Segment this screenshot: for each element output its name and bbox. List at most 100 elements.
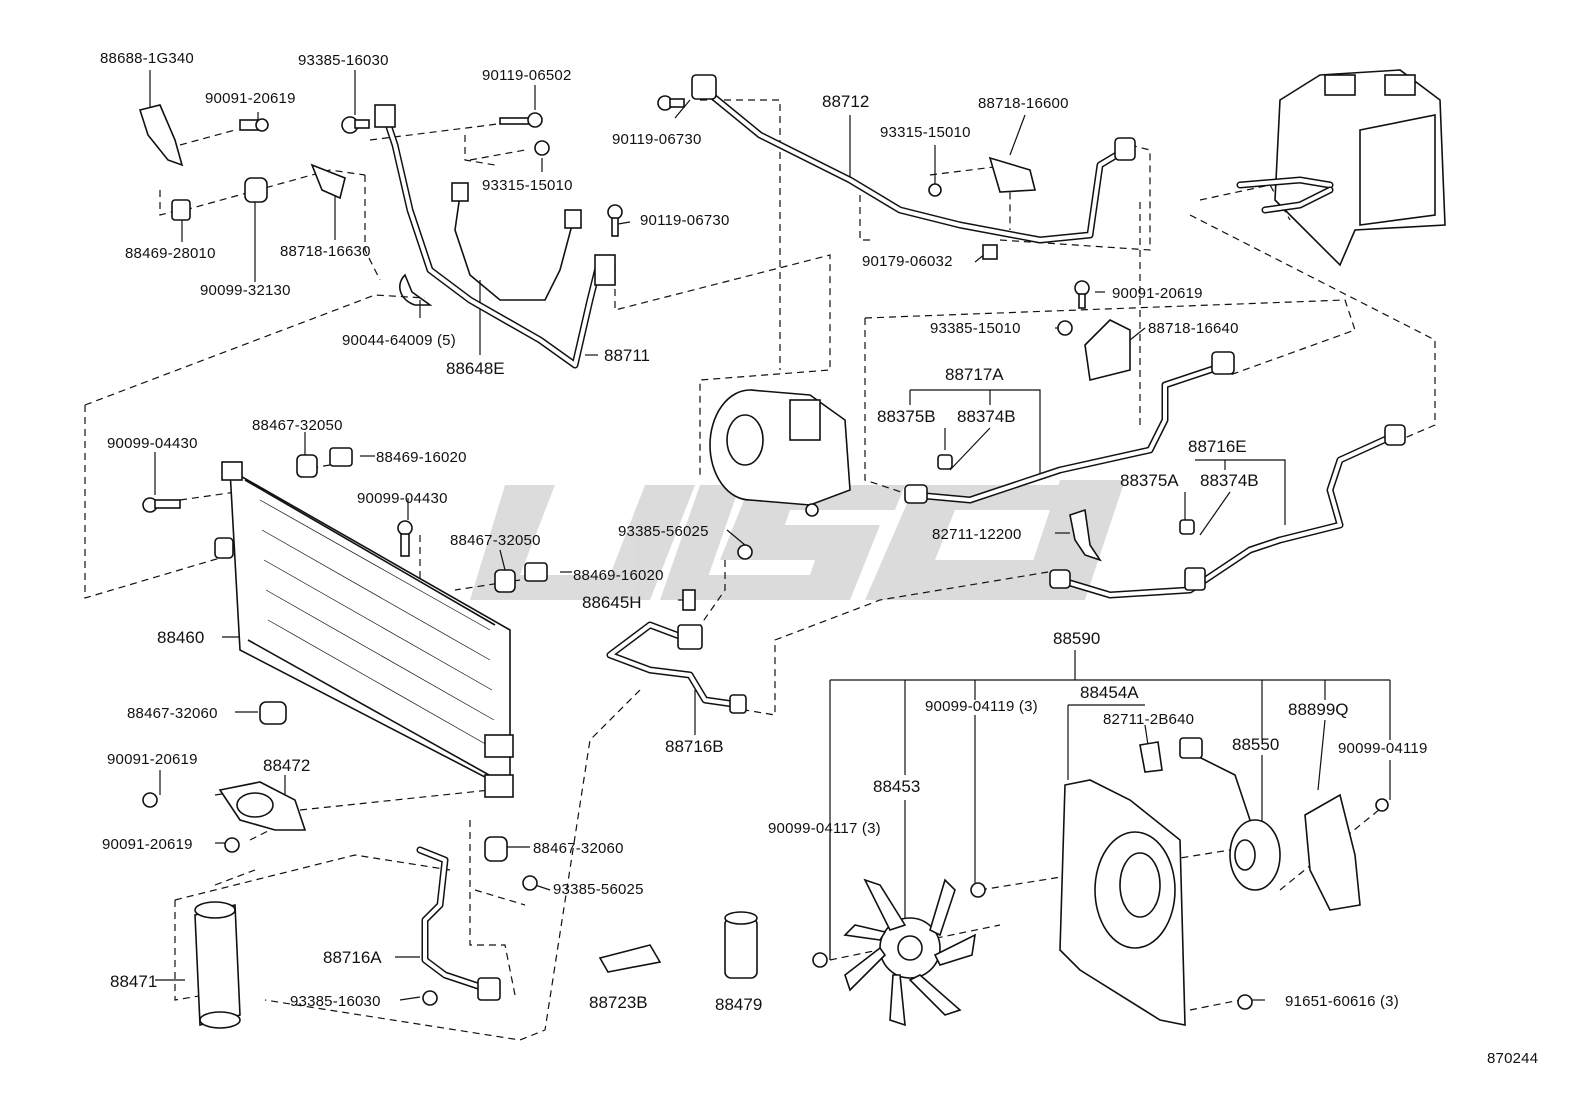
fan-88453 [843, 878, 977, 1027]
bolt-90099-04119-3 [970, 882, 986, 898]
bolt-90091-20619-top [239, 118, 269, 132]
cushion-88467-32050-top [296, 454, 318, 478]
label-88718-16630: 88718-16630 [280, 243, 371, 260]
label-90119-06502: 90119-06502 [482, 67, 572, 84]
evaporator-unit [1236, 69, 1446, 267]
label-88711: 88711 [604, 346, 650, 365]
label-88479: 88479 [715, 995, 762, 1014]
cushion-90099-32130 [244, 177, 268, 203]
cushion-88467-32060-right [484, 836, 508, 862]
clip-90044-64009 [399, 273, 433, 306]
clamp-88718-16630 [310, 163, 346, 200]
clip-82711-12200 [1069, 508, 1102, 562]
label-88375A: 88375A [1120, 471, 1179, 490]
label-93385-16030-bottom: 93385-16030 [290, 993, 381, 1010]
cushion-88467-32050-mid [494, 569, 516, 593]
clip-82711-2B640 [1139, 741, 1163, 773]
wire-88648E [451, 182, 582, 301]
label-88453: 88453 [873, 777, 920, 796]
bolt-88469-28010 [171, 199, 191, 221]
bracket-88688-1G340 [138, 104, 184, 167]
bolt-88469-16020-top [329, 447, 353, 467]
label-90091-20619-a: 90091-20619 [107, 751, 198, 768]
label-88454A: 88454A [1080, 683, 1139, 702]
label-88717A: 88717A [945, 365, 1004, 384]
label-93385-16030-top: 93385-16030 [298, 52, 389, 69]
label-88550: 88550 [1232, 735, 1279, 754]
label-82711-2B640: 82711-2B640 [1103, 711, 1194, 728]
bolt-90119-06730-mid [607, 204, 623, 237]
bolt-90099-04430-left [142, 497, 181, 513]
part-labels: 88688-1G340 93385-16030 90119-06502 9009… [100, 50, 1538, 1067]
clamp-88718-16600 [988, 156, 1037, 193]
label-88467-32060-left: 88467-32060 [127, 705, 218, 722]
label-88375B: 88375B [877, 407, 936, 426]
figure-number: 870244 [1487, 1050, 1538, 1067]
nut-90179-06032 [982, 244, 998, 260]
label-88645H: 88645H [582, 593, 642, 612]
label-88688-1G340: 88688-1G340 [100, 50, 194, 67]
label-91651-60616: 91651-60616 (3) [1285, 993, 1399, 1010]
label-88469-16020-top: 88469-16020 [376, 449, 467, 466]
label-88716A: 88716A [323, 948, 382, 967]
label-90099-04430-left: 90099-04430 [107, 435, 198, 452]
label-88899Q: 88899Q [1288, 700, 1349, 719]
hose-88712 [691, 74, 1136, 244]
hose-88711 [374, 104, 616, 369]
leader-lines [149, 70, 1391, 1001]
label-88467-32060-right: 88467-32060 [533, 840, 624, 857]
label-88716B: 88716B [665, 737, 724, 756]
label-88590: 88590 [1053, 629, 1100, 648]
nut-93315-15010 [534, 140, 550, 156]
shroud-88899Q [1304, 793, 1361, 911]
label-88467-32050-top: 88467-32050 [252, 417, 343, 434]
label-88469-16020-mid: 88469-16020 [573, 567, 664, 584]
bolt-90091-20619-a [142, 792, 158, 808]
label-88712: 88712 [822, 92, 869, 111]
label-90091-20619-right: 90091-20619 [1112, 285, 1203, 302]
label-88471: 88471 [110, 972, 157, 991]
label-82711-12200: 82711-12200 [932, 526, 1022, 543]
bolt-93385-56025-bottom [522, 875, 538, 891]
label-88723B [598, 944, 662, 973]
pipe-88716A [416, 846, 501, 1001]
bolt-90099-04119 [1375, 798, 1389, 812]
part-88479 [724, 911, 758, 979]
pipe-88716B [606, 621, 747, 714]
bolt-91651-60616 [1237, 994, 1253, 1010]
label-90099-04430-mid: 90099-04430 [357, 490, 448, 507]
label-88374B-right: 88374B [1200, 471, 1259, 490]
label-90119-06730-mid: 90119-06730 [640, 212, 730, 229]
cap-88375A [1179, 519, 1195, 535]
cap-88375B [937, 454, 953, 470]
label-93385-56025-top: 93385-56025 [618, 523, 709, 540]
label-88716E: 88716E [1188, 437, 1247, 456]
switch-88645H [682, 589, 696, 611]
bracket-88472 [218, 781, 307, 831]
bolt-90119-06730-top [657, 95, 685, 111]
bolt-90119-06502 [499, 112, 543, 128]
label-88718-16600: 88718-16600 [978, 95, 1069, 112]
bolt-90099-04430-mid [397, 520, 413, 557]
bolt-93385-16030-top [341, 116, 370, 134]
label-93315-15010-top: 93315-15010 [482, 177, 573, 194]
label-93315-15010-right: 93315-15010 [880, 124, 971, 141]
bolt-93385-56025-top [737, 544, 753, 560]
bolt-93385-16030-bottom [422, 990, 438, 1006]
pipe-88717A [904, 351, 1235, 504]
label-90091-20619-b: 90091-20619 [102, 836, 193, 853]
watermark-logo [470, 480, 1125, 600]
compressor [709, 389, 851, 517]
label-93385-15010: 93385-15010 [930, 320, 1021, 337]
motor-88550 [1179, 737, 1281, 891]
label-88469-28010: 88469-28010 [125, 245, 216, 262]
label-88467-32050-mid: 88467-32050 [450, 532, 541, 549]
label-88648E: 88648E [446, 359, 505, 378]
fan-shroud-88454A [1059, 779, 1186, 1026]
bolt-88469-16020-mid [524, 562, 548, 582]
pipe-88716E [1049, 424, 1406, 599]
receiver-dryer-88471 [194, 901, 241, 1029]
label-90044-64009: 90044-64009 (5) [342, 332, 456, 349]
